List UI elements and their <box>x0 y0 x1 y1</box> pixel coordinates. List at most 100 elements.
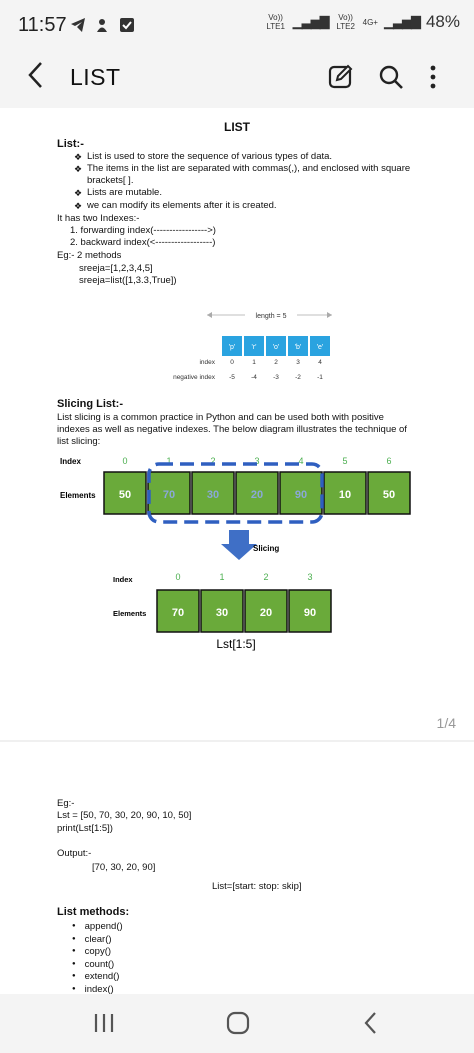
index-number: 3 <box>296 359 300 366</box>
more-vert-icon[interactable] <box>418 62 448 92</box>
status-time: 11:57 <box>18 14 67 36</box>
bottom-index-number: 0 <box>175 572 180 582</box>
element-value: 70 <box>163 489 175 501</box>
method-item: ●index() <box>72 983 114 996</box>
top-index-number: 5 <box>342 456 347 466</box>
list-cell <box>222 336 242 356</box>
example-title: Eg:- 2 methods <box>57 250 122 261</box>
search-icon[interactable] <box>376 62 406 92</box>
method-item: ●copy() <box>72 945 111 958</box>
code-line: print(Lst[1:5]) <box>57 823 113 834</box>
method-item: ●count() <box>72 958 114 971</box>
list-cell <box>244 336 264 356</box>
element-cell <box>103 471 147 515</box>
bottom-index-number: 2 <box>263 572 268 582</box>
method-item: ●append() <box>72 920 123 933</box>
index-number: 1 <box>252 359 256 366</box>
index-item: 1. forwarding index(----------------->) <box>70 225 216 236</box>
page-title: LIST <box>70 64 121 90</box>
recent-apps-icon[interactable] <box>93 1012 115 1034</box>
top-index-number: 6 <box>386 456 391 466</box>
top-index-number: 1 <box>166 456 171 466</box>
bullet-text: List is used to store the sequence of va… <box>87 151 333 162</box>
status-bar: 11:57 Vo)) LTE1 ▁▃▅▇ Vo)) LTE2 4G+ ▁▃▅▇ … <box>0 0 474 52</box>
slicing-label: Slicing <box>253 544 279 553</box>
index-number: 2 <box>274 359 278 366</box>
bullet-dot-icon: ● <box>72 973 76 979</box>
sliced-element-value: 70 <box>172 607 184 619</box>
negative-index-number: -5 <box>229 374 235 381</box>
back-icon[interactable] <box>362 1011 380 1035</box>
bluetooth-like-icon <box>97 18 108 32</box>
element-cell <box>235 471 279 515</box>
section-heading: List:- <box>57 138 84 150</box>
bullet-text: brackets[ ]. <box>87 175 134 186</box>
signal-icon: ▁▃▅▇ <box>292 14 330 29</box>
bottom-elements-label: Elements <box>113 609 146 618</box>
index-label: index <box>199 359 215 366</box>
top-index-number: 0 <box>122 456 127 466</box>
method-item: ● extend() <box>72 970 119 983</box>
element-cell <box>147 471 191 515</box>
sliced-element-cell <box>244 589 288 633</box>
index-number: 0 <box>230 359 234 366</box>
slicing-text: List slicing is a common practice in Pyt… <box>57 412 384 423</box>
bullet-text: The items in the list are separated with… <box>87 163 411 174</box>
syntax-text: List=[start: stop: skip] <box>212 881 302 892</box>
output-value: [70, 30, 20, 90] <box>92 862 156 873</box>
length-label: length = 5 <box>256 313 287 320</box>
eg-label: Eg:- <box>57 798 75 809</box>
doc-title: LIST <box>224 120 250 134</box>
negative-index-label: negative index <box>173 374 216 381</box>
bullet-dot-icon: ● <box>72 948 76 954</box>
element-value: 10 <box>339 489 351 501</box>
sliced-element-value: 90 <box>304 607 316 619</box>
sliced-element-cell <box>288 589 332 633</box>
index-item: 2. backward index(<------------------) <box>70 237 216 248</box>
sim2-label: Vo)) LTE2 <box>336 13 355 31</box>
document-page-2: Eg:- Lst = [50, 70, 30, 20, 90, 10, 50] … <box>0 742 474 994</box>
element-value: 50 <box>119 489 131 501</box>
code-line: Lst = [50, 70, 30, 20, 90, 10, 50] <box>57 810 192 821</box>
method-name: index() <box>84 983 114 995</box>
edit-icon[interactable] <box>326 62 356 92</box>
top-index-number: 2 <box>210 456 215 466</box>
document-page-1: LIST List:- ❖ List is used to store the … <box>0 108 474 740</box>
top-index-label: Index <box>60 457 81 466</box>
bullet-dot-icon: ● <box>72 923 76 929</box>
sim1-label: Vo)) LTE1 <box>266 13 285 31</box>
sliced-element-cell <box>156 589 200 633</box>
method-name: extend() <box>84 970 120 982</box>
diamond-bullet-icon: ❖ <box>74 152 83 162</box>
element-value: 20 <box>251 489 263 501</box>
signal2-icon: ▁▃▅▇ <box>383 14 421 29</box>
bottom-index-label: Index <box>113 575 133 584</box>
element-value: 30 <box>207 489 219 501</box>
top-index-number: 3 <box>254 456 259 466</box>
negative-index-number: -4 <box>251 374 257 381</box>
back-arrow-icon[interactable] <box>26 60 46 98</box>
top-index-number: 4 <box>298 456 303 466</box>
list-cell <box>266 336 286 356</box>
example-line: sreeja=[1,2,3,4,5] <box>79 263 153 274</box>
cell-value: 'o' <box>273 344 280 351</box>
sliced-element-value: 30 <box>216 607 228 619</box>
status-right: Vo)) LTE1 ▁▃▅▇ Vo)) LTE2 4G+ ▁▃▅▇ 48% <box>265 12 460 32</box>
diamond-bullet-icon: ❖ <box>74 164 83 174</box>
methods-heading: List methods: <box>57 906 130 918</box>
diamond-bullet-icon: ❖ <box>74 201 83 211</box>
home-icon[interactable] <box>226 1011 250 1035</box>
checkbox-icon <box>119 17 134 32</box>
app-bar: LIST <box>0 52 474 110</box>
method-item: ● clear() <box>72 933 112 946</box>
bullet-dot-icon: ● <box>72 935 76 942</box>
slicing-text: indexes as well as negative indexes. The… <box>57 424 407 435</box>
top-elements-label: Elements <box>60 491 96 500</box>
method-name: clear() <box>84 933 112 945</box>
diamond-bullet-icon: ❖ <box>74 188 83 198</box>
page-indicator: 1/4 <box>436 715 456 731</box>
slice-caption: Lst[1:5] <box>216 637 255 651</box>
list-index-diagram: length = 5 'p'0-5'r'1-4'o'2-3'b'3-2'e'4-… <box>173 310 332 381</box>
negative-index-number: -3 <box>273 374 279 381</box>
